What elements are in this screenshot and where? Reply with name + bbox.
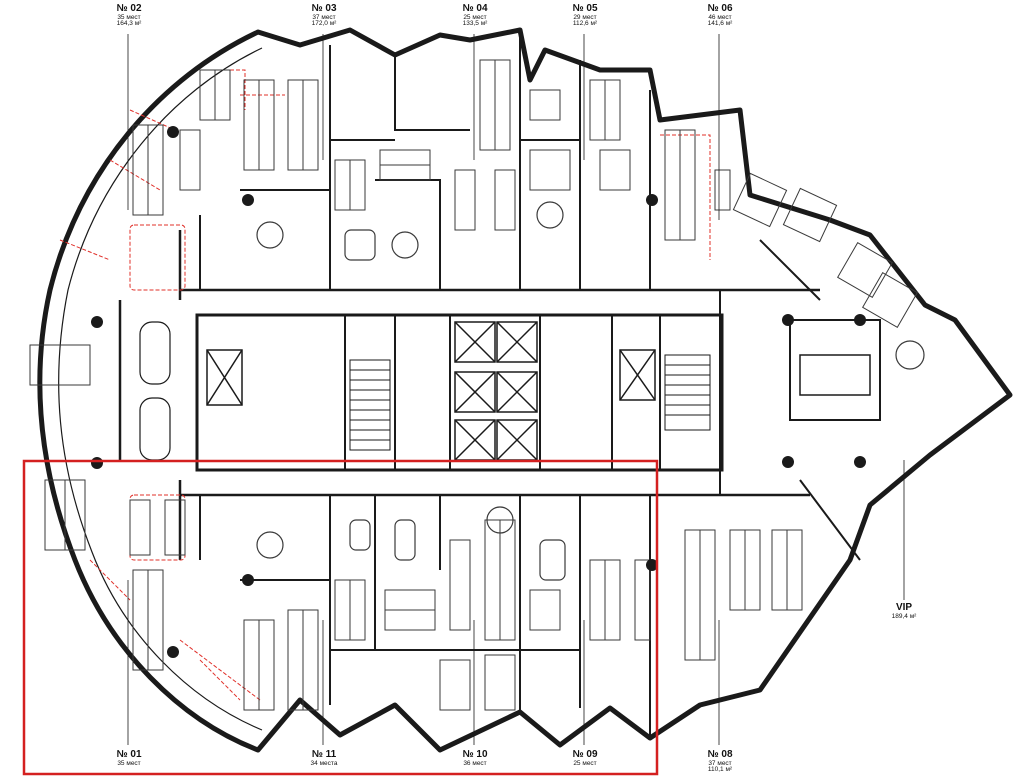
- office-number: № 09: [572, 749, 598, 760]
- office-area: 133,5 м²: [462, 20, 488, 28]
- office-seats: 36 мест: [463, 759, 487, 767]
- office-number: № 08: [707, 749, 733, 760]
- office-area: 112,6 м²: [572, 20, 598, 28]
- office-number: № 03: [311, 3, 337, 14]
- office-seats: 29 мест: [573, 13, 597, 21]
- office-number: № 01: [116, 749, 142, 760]
- office-label-09[interactable]: № 09 25 мест: [572, 749, 598, 767]
- office-area: 110,1 м²: [707, 766, 733, 774]
- desk-clusters: [29, 59, 919, 711]
- office-number: № 10: [462, 749, 488, 760]
- office-area: 172,0 м²: [311, 20, 337, 28]
- office-label-03[interactable]: № 03 37 мест 172,0 м²: [311, 3, 337, 28]
- office-label-05[interactable]: № 05 29 мест 112,6 м²: [572, 3, 598, 28]
- office-seats: 37 мест: [708, 759, 732, 767]
- office-seats: 37 мест: [312, 13, 336, 21]
- office-label-02[interactable]: № 02 35 мест 164,3 м²: [116, 3, 142, 28]
- office-area: 141,6 м²: [707, 20, 733, 28]
- office-seats: 35 мест: [117, 759, 141, 767]
- office-number: VIP: [895, 602, 913, 613]
- office-label-vip[interactable]: VIP 189,4 м²: [891, 602, 917, 620]
- office-number: № 04: [462, 3, 488, 14]
- office-number: № 02: [116, 3, 142, 14]
- selection-highlight: [22, 459, 659, 776]
- office-number: № 11: [311, 749, 337, 760]
- office-label-01[interactable]: № 01 35 мест: [116, 749, 142, 767]
- office-number: № 06: [707, 3, 733, 14]
- office-area: 189,4 м²: [891, 612, 917, 620]
- office-label-11[interactable]: № 11 34 места: [310, 749, 338, 767]
- office-label-10[interactable]: № 10 36 мест: [462, 749, 488, 767]
- office-seats: 35 мест: [117, 13, 141, 21]
- office-number: № 05: [572, 3, 598, 14]
- office-seats: 34 места: [310, 759, 338, 767]
- office-seats: 46 мест: [708, 13, 732, 21]
- building-outline: [37, 27, 1013, 753]
- core-block: [195, 313, 724, 472]
- office-label-08[interactable]: № 08 37 мест 110,1 м²: [707, 749, 733, 774]
- office-label-06[interactable]: № 06 46 мест 141,6 м²: [707, 3, 733, 28]
- office-seats: 25 мест: [463, 13, 487, 21]
- office-area: 164,3 м²: [116, 20, 142, 28]
- office-label-04[interactable]: № 04 25 мест 133,5 м²: [462, 3, 488, 28]
- office-seats: 25 мест: [573, 759, 597, 767]
